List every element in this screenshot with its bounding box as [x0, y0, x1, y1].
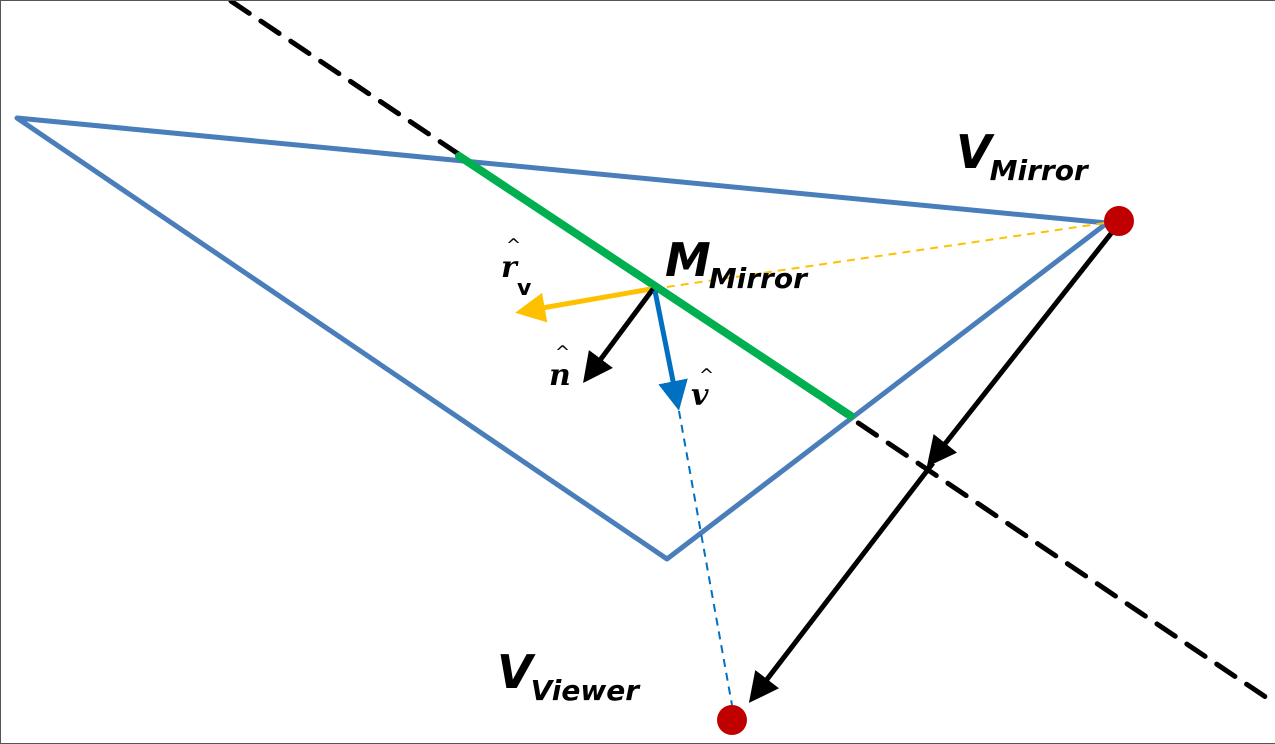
- view-vector-arrow: [652, 290, 688, 411]
- view-projection-line: [678, 410, 733, 706]
- v-viewer-label: VViewer: [497, 649, 639, 705]
- v-viewer-sub: Viewer: [530, 674, 640, 707]
- n-hat-symbol: n: [549, 358, 571, 393]
- r-hat-subscript: v: [517, 276, 532, 301]
- v-mirror-point: [1104, 206, 1134, 236]
- normal-vector-arrow: [583, 287, 656, 384]
- r-hat-symbol: r: [501, 250, 517, 285]
- v-viewer-point: [717, 705, 747, 735]
- m-mirror-main: M: [665, 233, 711, 287]
- m-mirror-label: MMirror: [665, 237, 807, 293]
- v-mirror-sub: Mirror: [989, 154, 1088, 187]
- mirror-to-viewer-arrow-lower: [748, 461, 935, 703]
- r-hat-caret: ^: [506, 235, 522, 256]
- v-hat-symbol: v: [691, 378, 709, 413]
- m-mirror-sub: Mirror: [708, 262, 807, 295]
- v-mirror-label: VMirror: [956, 129, 1088, 185]
- mirror-segment: [455, 152, 855, 420]
- mirror-to-viewer-arrow: [926, 229, 1115, 467]
- viewer-triangle: [14, 115, 1110, 562]
- v-viewer-main: V: [497, 645, 533, 699]
- n-hat-caret: ^: [555, 342, 571, 363]
- reflection-projection-line: [652, 222, 1106, 290]
- v-hat-caret: ^: [699, 365, 715, 386]
- reflected-vector-arrow: [515, 286, 652, 323]
- v-mirror-main: V: [956, 125, 992, 179]
